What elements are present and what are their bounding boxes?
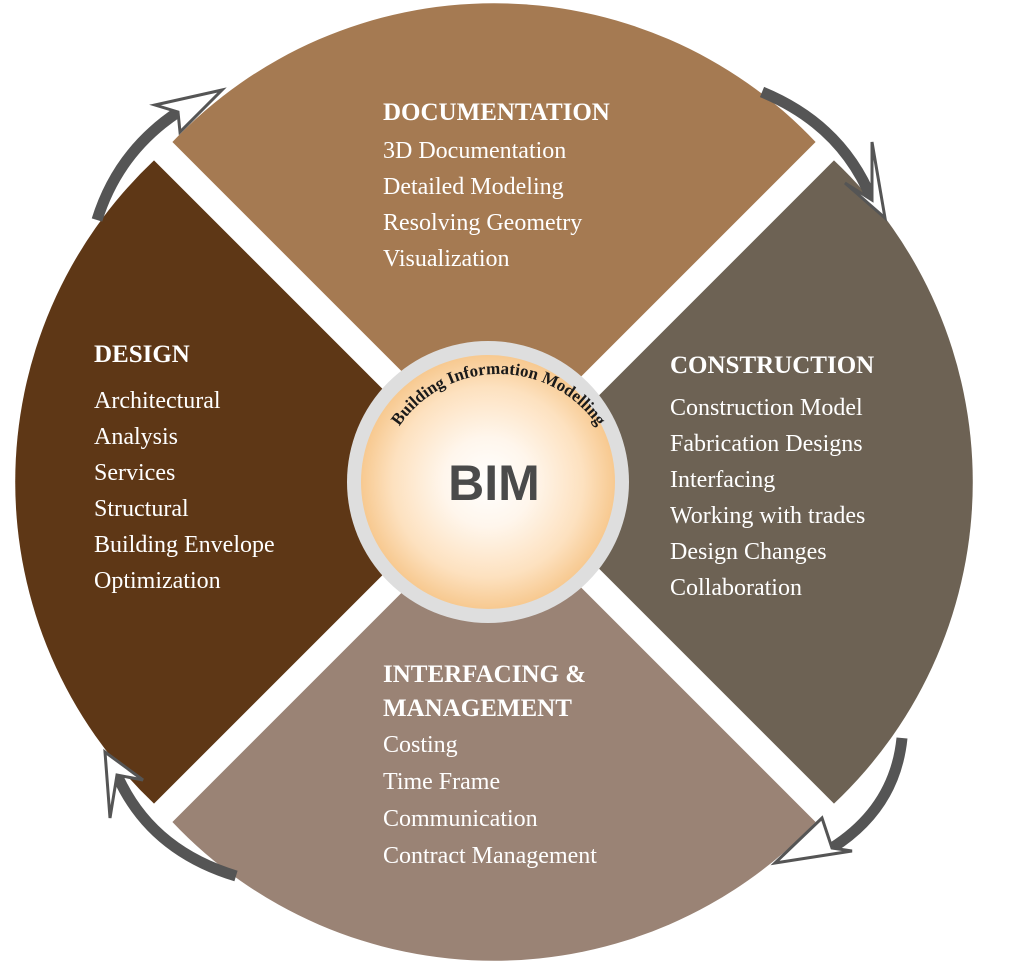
design-list-item: Services — [94, 460, 175, 486]
center-disc — [361, 355, 615, 609]
construction-text: CONSTRUCTION Construction ModelFabricatio… — [670, 352, 874, 601]
documentation-title-line: DOCUMENTATION — [383, 99, 610, 126]
design-list-item: Building Envelope — [94, 532, 275, 558]
design-list-item: Analysis — [94, 424, 178, 450]
interfacing-list-item: Communication — [383, 806, 538, 832]
design-list-item: Architectural — [94, 388, 221, 414]
interfacing-title-line: MANAGEMENT — [383, 695, 572, 722]
interfacing-list-item: Costing — [383, 732, 458, 758]
construction-sector — [512, 160, 973, 804]
design-title-line: DESIGN — [94, 341, 190, 368]
documentation-list-item: 3D Documentation — [383, 138, 566, 164]
construction-list-item: Fabrication Designs — [670, 431, 863, 457]
construction-list-item: Interfacing — [670, 467, 775, 493]
arrow-top-left-icon — [91, 87, 227, 222]
documentation-list-item: Resolving Geometry — [383, 210, 582, 236]
construction-list-item: Working with trades — [670, 503, 865, 529]
center-title: BIM — [448, 455, 540, 511]
arrow-top-right-icon — [759, 86, 888, 222]
interfacing-sector — [172, 500, 816, 961]
arrow-bottom-right-icon — [770, 737, 908, 866]
construction-list-item: Collaboration — [670, 575, 802, 601]
construction-list-item: Construction Model — [670, 395, 863, 421]
interfacing-list-item: Time Frame — [383, 769, 500, 795]
design-list-item: Optimization — [94, 568, 221, 594]
construction-list-item: Design Changes — [670, 539, 827, 565]
construction-title-line: CONSTRUCTION — [670, 352, 874, 379]
documentation-list-item: Detailed Modeling — [383, 174, 564, 200]
design-sector — [15, 160, 476, 804]
design-list-item: Structural — [94, 496, 189, 522]
design-text: DESIGN ArchitecturalAnalysisServicesStruc… — [94, 341, 275, 594]
arrow-bottom-left-icon — [103, 748, 238, 882]
cycle-arrows — [91, 86, 908, 882]
documentation-sector — [172, 3, 816, 464]
interfacing-title-line: INTERFACING & — [383, 661, 586, 688]
documentation-list-item: Visualization — [383, 246, 510, 272]
interfacing-list-item: Contract Management — [383, 843, 597, 869]
